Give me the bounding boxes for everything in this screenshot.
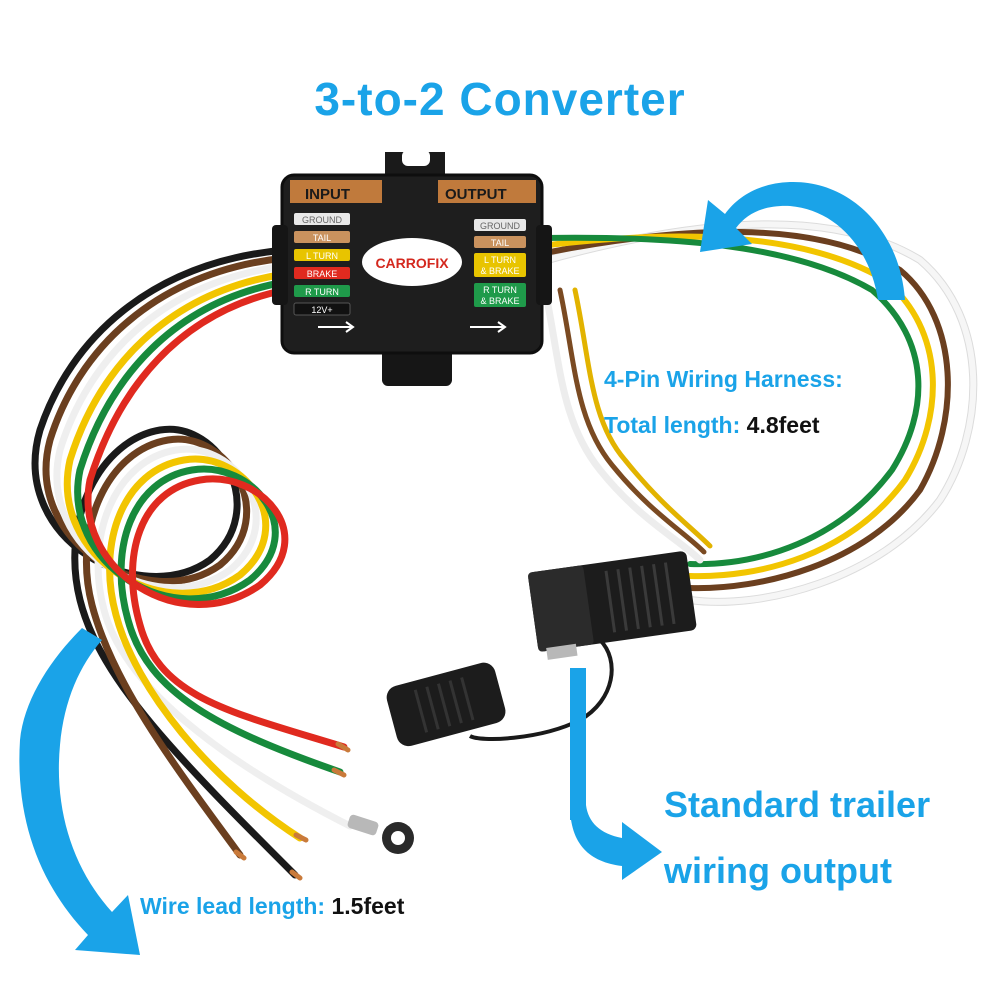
wire-yellow-left [63, 270, 304, 842]
output-label-line1: Standard trailer [664, 784, 931, 825]
input-labels: GROUND TAIL L TURN BRAKE R TURN 12V+ [293, 213, 351, 316]
input-label-brake: BRAKE [307, 269, 338, 279]
output-label-line2: wiring output [664, 850, 892, 891]
wire-brown-left [42, 254, 289, 859]
converter-box: INPUT OUTPUT GROUND TAIL L TURN BRAKE R … [272, 150, 552, 386]
wire-red-left [84, 286, 348, 751]
elbow-arrow-icon [570, 668, 662, 880]
connector-dust-cap [386, 662, 506, 747]
input-label-l-turn: L TURN [306, 251, 338, 261]
input-label-12v: 12V+ [311, 305, 332, 315]
harness-label: 4-Pin Wiring Harness: [604, 366, 843, 392]
output-label-l-brake: & BRAKE [480, 266, 519, 276]
input-header: INPUT [305, 186, 350, 203]
lead-length-label: Wire lead length: [140, 893, 326, 919]
output-label-tail: TAIL [491, 238, 509, 248]
wire-green-left [74, 278, 344, 776]
output-label-r-brake: & BRAKE [480, 296, 519, 306]
wire-green-right [537, 234, 922, 568]
output-labels: GROUND TAIL L TURN & BRAKE R TURN & BRAK… [474, 219, 526, 307]
svg-text:CARROFIX: CARROFIX [375, 255, 449, 271]
output-header: OUTPUT [445, 186, 507, 203]
curved-arrow-icon [700, 181, 905, 300]
wire-white-left [53, 262, 354, 830]
copper-wire-tips [233, 741, 351, 881]
lead-length: Wire lead length: 1.5feet [140, 893, 404, 920]
ring-terminal [347, 814, 414, 854]
right-arrow-icon [318, 321, 507, 333]
harness-length: Total length: 4.8feet [604, 412, 820, 439]
lead-length-value: 1.5feet [331, 893, 405, 919]
wire-brown-inner-loop [557, 287, 707, 555]
curved-arrow-icon [19, 628, 141, 955]
carrofix-logo: CARROFIX [362, 238, 462, 286]
output-label-ground: GROUND [480, 221, 520, 231]
input-label-tail: TAIL [313, 233, 331, 243]
wire-yellow-inner-loop [572, 287, 713, 549]
input-label-ground: GROUND [302, 215, 342, 225]
page-title: 3-to-2 Converter [314, 73, 686, 125]
harness-length-value: 4.8feet [746, 412, 820, 438]
output-label-r-turn: R TURN [483, 285, 517, 295]
harness-length-label: Total length: [604, 412, 741, 438]
wire-white-inner-loop [541, 286, 704, 564]
output-label-l-turn: L TURN [484, 255, 516, 265]
input-label-r-turn: R TURN [305, 287, 339, 297]
four-pin-connector [386, 551, 697, 747]
